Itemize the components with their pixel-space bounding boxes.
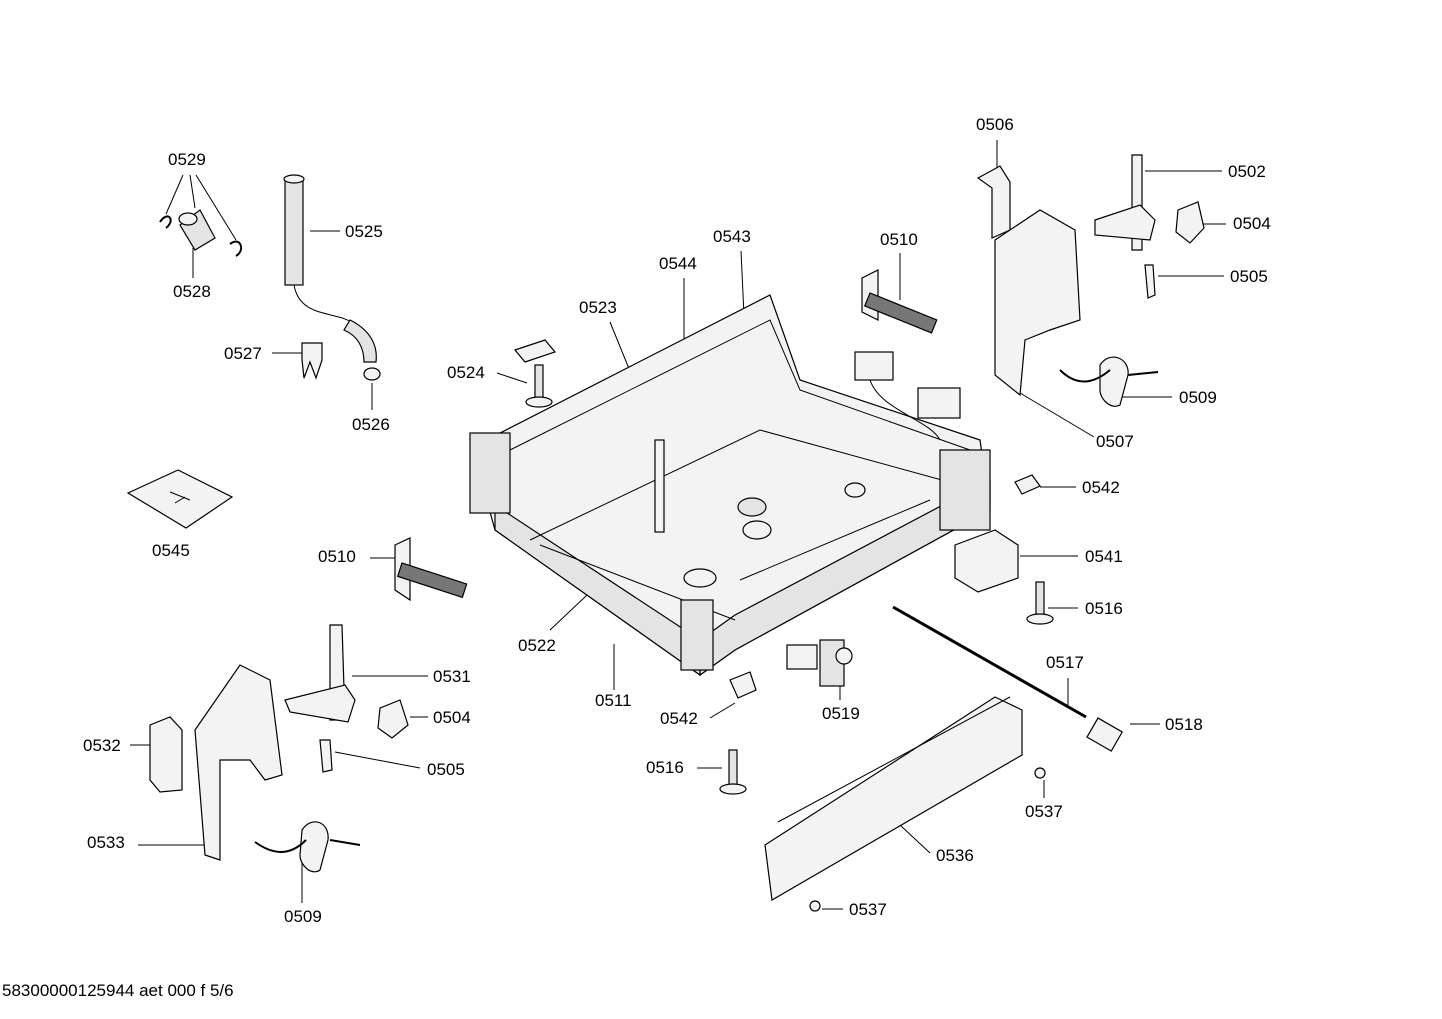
clip-0542-right xyxy=(1014,474,1041,495)
clip-0527 xyxy=(301,342,323,380)
label-0505-left: 0505 xyxy=(427,760,465,779)
clip-0542-lower xyxy=(729,671,757,699)
label-0541: 0541 xyxy=(1085,547,1123,566)
label-0509-left: 0509 xyxy=(284,907,322,926)
label-0531: 0531 xyxy=(433,667,471,686)
label-0517: 0517 xyxy=(1046,653,1084,672)
latch-0504-left xyxy=(377,699,409,739)
foot-0516-right xyxy=(1026,581,1054,625)
bracket-0531 xyxy=(284,624,356,723)
label-0516-lower: 0516 xyxy=(646,758,684,777)
label-0527: 0527 xyxy=(224,344,262,363)
clip-0505-left xyxy=(319,739,333,773)
knob-0518 xyxy=(1086,717,1124,752)
label-0526: 0526 xyxy=(352,415,390,434)
bracket-0533 xyxy=(194,664,283,861)
spring-right xyxy=(861,269,938,334)
switch-0509-right xyxy=(1059,356,1159,407)
label-0529: 0529 xyxy=(168,150,206,169)
label-0519: 0519 xyxy=(822,704,860,723)
bracket-0507 xyxy=(994,209,1081,397)
drain-hose xyxy=(283,174,381,381)
label-0528: 0528 xyxy=(173,282,211,301)
rod-0517 xyxy=(892,605,1087,719)
latch-0504-right xyxy=(1175,201,1205,244)
label-0506: 0506 xyxy=(976,115,1014,134)
label-0507: 0507 xyxy=(1096,432,1134,451)
label-0504-right: 0504 xyxy=(1233,214,1271,233)
label-0543: 0543 xyxy=(713,227,751,246)
label-0525: 0525 xyxy=(345,222,383,241)
label-0505-right: 0505 xyxy=(1230,267,1268,286)
foot-0516-lower xyxy=(719,749,747,795)
bracket-0502 xyxy=(1094,154,1156,251)
cover-0541 xyxy=(954,529,1019,593)
label-0510-right: 0510 xyxy=(880,230,918,249)
cover-0532 xyxy=(149,716,183,793)
label-0523: 0523 xyxy=(579,298,617,317)
label-0524: 0524 xyxy=(447,363,485,382)
label-0537-right: 0537 xyxy=(1025,802,1063,821)
plinth-0536 xyxy=(764,696,1023,901)
label-0522: 0522 xyxy=(518,636,556,655)
label-0532: 0532 xyxy=(83,736,121,755)
connectors xyxy=(854,351,961,441)
switch-0509-left xyxy=(254,821,361,873)
screw-bag xyxy=(126,469,234,529)
label-0537-lower: 0537 xyxy=(849,900,887,919)
label-0510-left: 0510 xyxy=(318,547,356,566)
label-0504-left: 0504 xyxy=(433,708,471,727)
label-0502: 0502 xyxy=(1228,162,1266,181)
spring-left xyxy=(394,537,468,602)
label-0542-lower: 0542 xyxy=(660,709,698,728)
label-0509-right: 0509 xyxy=(1179,388,1217,407)
label-0545: 0545 xyxy=(152,541,190,560)
label-0544: 0544 xyxy=(659,254,697,273)
label-0511: 0511 xyxy=(595,691,632,710)
foot-0524 xyxy=(513,339,557,408)
screws-0537 xyxy=(809,767,1046,912)
base-tub xyxy=(469,294,991,677)
hose-coupling xyxy=(159,209,243,257)
bracket-0506 xyxy=(976,165,1011,239)
label-0516-right: 0516 xyxy=(1085,599,1123,618)
label-0536: 0536 xyxy=(936,846,974,865)
label-0533: 0533 xyxy=(87,833,125,852)
label-0518: 0518 xyxy=(1165,715,1203,734)
clip-0505-right xyxy=(1144,264,1156,299)
valve-0519 xyxy=(786,639,853,687)
document-code: 58300000125944 aet 000 f 5/6 xyxy=(2,981,234,1000)
label-0542-right: 0542 xyxy=(1082,478,1120,497)
